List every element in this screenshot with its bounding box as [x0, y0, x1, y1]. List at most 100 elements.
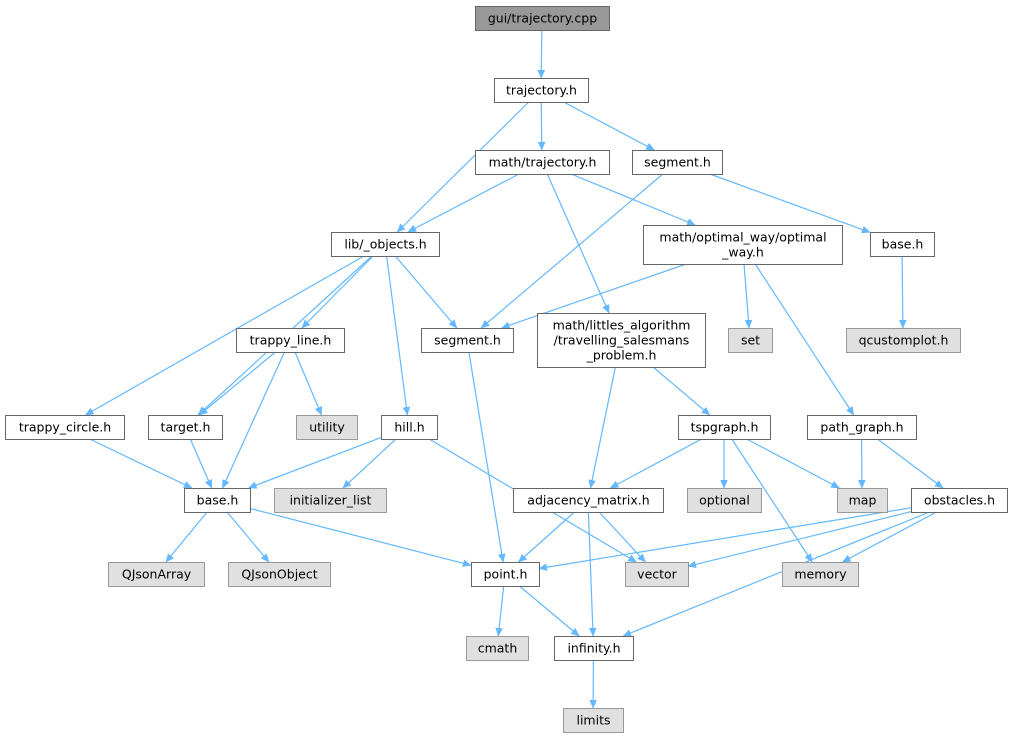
- node-adjacency_matrix_h[interactable]: adjacency_matrix.h: [513, 488, 664, 513]
- edge-segment_h_top-to-base_h_right: [709, 173, 870, 232]
- node-box: [513, 488, 664, 513]
- edge-littles_h-to-adjacency_matrix_h: [591, 366, 616, 488]
- node-label: qcustomplot.h: [859, 333, 949, 348]
- node-label: initializer_list: [290, 493, 372, 508]
- node-label: limits: [576, 713, 610, 728]
- edge-obstacles_h-to-infinity_h: [623, 511, 930, 637]
- node-math_trajectory_h[interactable]: math/trajectory.h: [475, 150, 610, 175]
- edge-obstacles_h-to-point_h: [539, 507, 912, 569]
- node-obstacles_h[interactable]: obstacles.h: [911, 488, 1008, 513]
- node-box: [331, 232, 440, 257]
- node-vector[interactable]: vector: [625, 562, 689, 587]
- node-label: path_graph.h: [820, 420, 903, 435]
- node-cmath[interactable]: cmath: [466, 636, 529, 661]
- edge-point_h-to-cmath: [498, 585, 505, 636]
- edge-math_trajectory_h-to-lib_objects_h: [408, 173, 520, 233]
- node-hill_h[interactable]: hill.h: [381, 415, 438, 440]
- node-trajectory_h[interactable]: trajectory.h: [494, 78, 589, 103]
- edge-lib_objects_h-to-segment_h_mid: [394, 255, 458, 328]
- node-path_graph_h[interactable]: path_graph.h: [807, 415, 917, 440]
- node-label: tspgraph.h: [691, 420, 759, 435]
- node-infinity_h[interactable]: infinity.h: [554, 636, 634, 661]
- edge-segment_h_top-to-segment_h_mid: [481, 173, 664, 329]
- node-label: cmath: [478, 641, 518, 656]
- node-trappy_line_h[interactable]: trappy_line.h: [236, 328, 345, 353]
- node-box: [108, 562, 205, 587]
- node-littles_h[interactable]: math/littles_algorithm/travelling_salesm…: [537, 313, 706, 368]
- edge-obstacles_h-to-vector: [688, 511, 912, 567]
- edge-adjacency_matrix_h-to-infinity_h: [587, 511, 593, 636]
- node-tspgraph_h[interactable]: tspgraph.h: [678, 415, 771, 440]
- edge-math_trajectory_h-to-littles_h: [546, 173, 610, 313]
- node-optional[interactable]: optional: [687, 488, 762, 513]
- node-qjsonobject[interactable]: QJsonObject: [228, 562, 331, 587]
- node-box: [625, 562, 689, 587]
- node-point_h[interactable]: point.h: [471, 562, 540, 587]
- node-label: gui/trajectory.cpp: [488, 11, 597, 26]
- edge-path_graph_h-to-obstacles_h: [877, 438, 944, 489]
- node-initializer_list[interactable]: initializer_list: [274, 488, 387, 513]
- edge-tspgraph_h-to-adjacency_matrix_h: [610, 438, 702, 489]
- node-box: [236, 328, 345, 353]
- edge-adjacency_matrix_h-to-point_h: [519, 511, 575, 563]
- edge-hill_h-to-base_h_left: [249, 437, 382, 488]
- edge-tspgraph_h-to-memory: [731, 438, 813, 562]
- node-box: [296, 415, 358, 440]
- node-optimal_way_h[interactable]: math/optimal_way/optimal_way.h: [643, 225, 843, 265]
- edge-trajectory_h-to-segment_h_top: [563, 101, 655, 151]
- node-label: trappy_circle.h: [19, 420, 111, 435]
- node-memory[interactable]: memory: [782, 562, 859, 587]
- node-label: infinity.h: [567, 641, 620, 656]
- node-map[interactable]: map: [837, 488, 888, 513]
- node-qcustomplot_h[interactable]: qcustomplot.h: [846, 328, 961, 353]
- node-label: math/littles_algorithm: [553, 318, 691, 333]
- edge-target_h-to-base_h_left: [189, 438, 213, 488]
- node-utility[interactable]: utility: [296, 415, 358, 440]
- node-segment_h_mid[interactable]: segment.h: [421, 328, 514, 353]
- node-box: [678, 415, 771, 440]
- edge-base_h_left-to-point_h: [249, 507, 471, 566]
- node-label: /travelling_salesmans: [554, 333, 690, 348]
- node-label: hill.h: [394, 420, 424, 435]
- node-label: memory: [794, 567, 847, 582]
- node-label: _problem.h: [586, 348, 657, 363]
- node-box: [687, 488, 762, 513]
- node-label: math/optimal_way/optimal: [659, 230, 826, 245]
- node-label: lib/_objects.h: [344, 237, 426, 252]
- node-label: _way.h: [721, 245, 764, 260]
- edge-trajectory_h-to-math_trajectory_h: [541, 101, 542, 150]
- node-target_h[interactable]: target.h: [148, 415, 223, 440]
- node-qjsonarray[interactable]: QJsonArray: [108, 562, 205, 587]
- edge-optimal_way_h-to-path_graph_h: [754, 263, 855, 415]
- edge-tspgraph_h-to-map: [746, 438, 840, 489]
- node-label: segment.h: [644, 155, 711, 170]
- node-limits[interactable]: limits: [563, 708, 624, 733]
- node-box: [494, 78, 589, 103]
- node-label: QJsonObject: [241, 567, 317, 582]
- node-box: [643, 225, 843, 265]
- edge-optimal_way_h-to-set: [743, 263, 749, 328]
- node-box: [728, 328, 773, 353]
- node-label: segment.h: [434, 333, 501, 348]
- node-lib_objects_h[interactable]: lib/_objects.h: [331, 232, 440, 257]
- node-box: [5, 415, 125, 440]
- edge-segment_h_mid-to-point_h: [468, 351, 503, 562]
- node-set[interactable]: set: [728, 328, 773, 353]
- node-label: map: [849, 493, 877, 508]
- node-label: trajectory.h: [506, 83, 577, 98]
- node-label: obstacles.h: [924, 493, 995, 508]
- node-box: [807, 415, 917, 440]
- edge-adjacency_matrix_h-to-vector: [598, 511, 646, 562]
- edge-lib_objects_h-to-trappy_line_h: [302, 255, 374, 328]
- edge-point_h-to-infinity_h: [519, 585, 579, 637]
- node-base_h_left[interactable]: base.h: [184, 488, 251, 513]
- node-segment_h_top[interactable]: segment.h: [632, 150, 723, 175]
- node-trappy_circle_h[interactable]: trappy_circle.h: [5, 415, 125, 440]
- node-base_h_right[interactable]: base.h: [870, 232, 935, 257]
- node-gui_trajectory_cpp[interactable]: gui/trajectory.cpp: [475, 6, 610, 31]
- node-box: [184, 488, 251, 513]
- edge-littles_h-to-tspgraph_h: [652, 366, 710, 416]
- node-box: [911, 488, 1008, 513]
- node-box: [554, 636, 634, 661]
